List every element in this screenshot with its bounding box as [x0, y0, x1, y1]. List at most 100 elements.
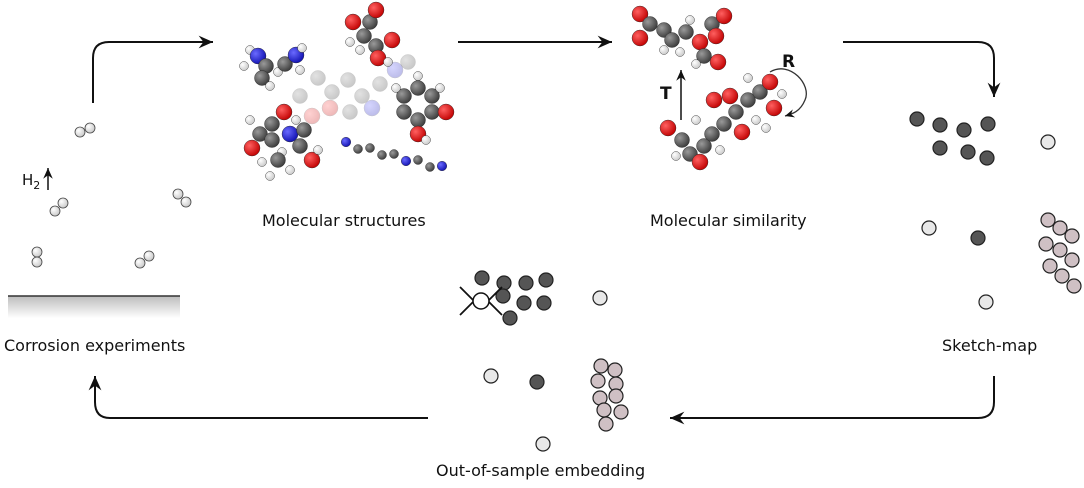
oxygen-atom	[344, 13, 362, 31]
carbon-atom	[354, 88, 370, 104]
h2-molecule	[74, 122, 96, 138]
nitrogen-atom	[437, 160, 448, 171]
carbon-atom	[740, 92, 756, 108]
carbon-atom	[292, 138, 308, 154]
carbon-atom	[353, 144, 363, 154]
label-translation: T	[660, 84, 672, 104]
map-point	[590, 373, 606, 389]
label-h2: H2	[22, 171, 41, 192]
hydrogen-atom	[84, 122, 96, 134]
embedding-panel	[459, 270, 629, 452]
map-point	[960, 144, 976, 160]
carbon-atom	[377, 150, 387, 160]
label-molecular-similarity: Molecular similarity	[650, 211, 807, 230]
map-point	[932, 117, 948, 133]
carbon-atom	[752, 84, 768, 100]
map-point	[516, 295, 532, 311]
map-point	[921, 220, 937, 236]
carbon-atom	[704, 126, 720, 142]
carbon-atom	[396, 88, 412, 104]
oxygen-atom	[275, 103, 293, 121]
hydrogen-atom	[355, 45, 365, 55]
acid-molecule-top	[344, 1, 401, 67]
oxygen-atom	[761, 73, 779, 91]
nitrogen-atom	[341, 136, 352, 147]
oxygen-atom	[631, 5, 649, 23]
map-point	[474, 270, 490, 286]
map-point	[1052, 220, 1068, 236]
arrow-corrosion-to-structures	[92, 35, 213, 103]
hydrogen-atom	[761, 123, 771, 133]
map-point	[1064, 228, 1080, 244]
map-point	[978, 294, 994, 310]
oxygen-atom	[303, 151, 321, 169]
map-point	[495, 288, 511, 304]
hydrogen-atom	[172, 188, 184, 200]
hydrogen-atom	[675, 47, 685, 57]
hydrogen-atom	[715, 145, 725, 155]
reference-molecule	[631, 5, 733, 71]
carbon-atom	[396, 104, 412, 120]
hydrogen-atom	[74, 126, 86, 138]
hydrogen-atom	[345, 37, 355, 47]
carbon-atom	[270, 152, 286, 168]
molecular-similarity-panel	[631, 5, 787, 171]
carbon-atom	[413, 155, 423, 165]
hydrogen-atom	[313, 145, 323, 155]
map-point	[535, 436, 551, 452]
oxygen-atom	[721, 87, 739, 105]
phenol-molecule	[391, 71, 455, 145]
sketch-map-panel	[909, 111, 1082, 310]
carbon-atom	[356, 28, 372, 44]
hydrogen-atom	[691, 115, 701, 125]
map-point	[518, 275, 534, 291]
carbon-atom	[678, 24, 694, 40]
carbon-atom	[324, 84, 340, 100]
oxygen-atom	[321, 99, 339, 117]
map-point	[909, 111, 925, 127]
hydrogen-atom	[31, 256, 43, 268]
hydrogen-atom	[245, 115, 255, 125]
map-point	[502, 310, 518, 326]
oxygen-atom	[383, 31, 401, 49]
map-point	[1066, 278, 1082, 294]
hydrogen-atom	[180, 196, 192, 208]
hydrogen-atom	[383, 57, 393, 67]
transformed-molecule	[659, 73, 787, 171]
carbon-atom	[425, 162, 435, 172]
label-h2-subscript: 2	[33, 179, 41, 192]
map-point	[596, 402, 612, 418]
hydrogen-atom	[134, 257, 146, 269]
rotation-arrow	[769, 68, 807, 118]
h2-molecule	[172, 188, 192, 208]
carbon-atom	[365, 143, 375, 153]
label-sketch-map: Sketch-map	[942, 336, 1038, 355]
molecular-structures-panel	[239, 1, 455, 181]
carbon-atom	[264, 116, 280, 132]
carbon-atom	[400, 54, 416, 70]
oxygen-atom	[733, 123, 751, 141]
carbon-atom	[264, 132, 280, 148]
map-point	[1040, 134, 1056, 150]
label-rotation: R	[782, 52, 796, 72]
oxygen-atom	[715, 7, 733, 25]
hydrogen-atom	[291, 115, 301, 125]
nitrogen-atom	[363, 99, 381, 117]
hydrogen-atom	[671, 151, 681, 161]
hydrogen-atom	[265, 81, 275, 91]
carbon-atom	[340, 72, 356, 88]
map-point	[536, 295, 552, 311]
map-point	[1040, 212, 1056, 228]
map-point	[593, 358, 609, 374]
map-point	[529, 374, 545, 390]
label-molecular-structures: Molecular structures	[262, 211, 426, 230]
oxygen-atom	[631, 29, 649, 47]
oxygen-atom	[707, 27, 725, 45]
carbon-atom	[674, 132, 690, 148]
carbon-atom	[410, 112, 426, 128]
map-point	[1042, 258, 1058, 274]
workflow-arrows	[88, 35, 1001, 425]
amine-molecule	[239, 43, 307, 91]
map-point	[956, 122, 972, 138]
